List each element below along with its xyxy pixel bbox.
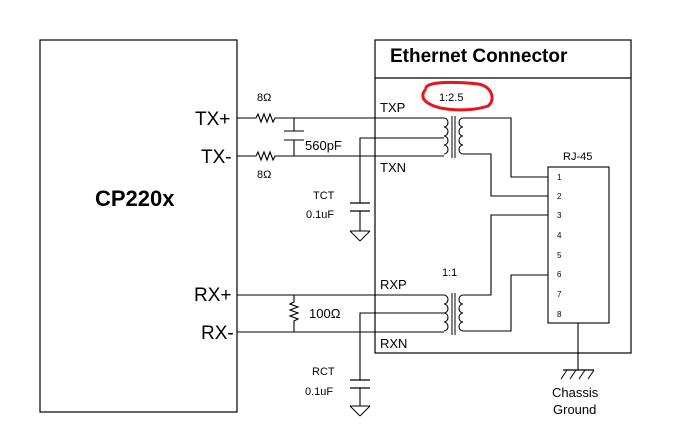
rj45-pin: 8 [557,310,562,319]
r-100-ohm [288,295,300,332]
r-tx-minus-value: 8Ω [257,169,271,181]
tct-cap-value: 0.1uF [306,209,334,221]
rxp-label: RXP [380,277,407,292]
rct-wire [359,312,444,380]
chip-label: CP220x [95,186,175,211]
tx-sec-top-wire [463,117,548,178]
rj45-box [547,166,610,324]
tx-minus-wire [237,150,444,162]
tx-plus-wire [237,112,444,124]
rj45-pin: 5 [557,251,562,260]
tx-minus-label: TX- [201,147,232,168]
txn-label: TXN [380,160,406,175]
rx-sec-bottom-wire [463,274,548,332]
rxn-label: RXN [380,336,407,351]
txp-label: TXP [380,100,405,115]
rx-plus-label: RX+ [194,285,232,306]
connector-box [374,39,632,354]
rj45-pin: 7 [557,290,562,299]
tx-ratio: 1:2.5 [439,92,463,104]
cap-tx-value: 560pF [305,138,342,153]
rx-ratio: 1:1 [442,267,457,279]
r-tx-plus-value: 8Ω [257,92,271,104]
rj45-pin: 1 [557,173,562,182]
rj45-pin: 6 [557,270,562,279]
tct-ground-icon [349,230,371,242]
rct-cap [350,379,370,406]
rx-sec-top-wire [463,214,548,296]
chip-box [39,39,238,413]
rj45-pins: 1 2 3 4 5 6 7 8 [557,173,562,319]
chassis-ground-icon [560,369,595,380]
tct-label: TCT [313,190,335,202]
rct-ground-icon [349,405,371,417]
tct-wire [359,137,444,203]
chassis-ground-line1: Chassis [552,385,599,400]
rx-transformer [443,293,464,335]
tx-sec-bottom-wire [463,153,548,197]
tx-ratio-highlight [421,80,494,112]
connector-title: Ethernet Connector [390,46,568,67]
cap-560pf [284,118,304,156]
r-rx-value: 100Ω [309,306,341,321]
rj45-label: RJ-45 [563,151,592,163]
chassis-ground-line2: Ground [553,402,596,417]
rct-label: RCT [312,366,335,378]
tx-plus-label: TX+ [195,109,230,130]
tct-cap [350,202,370,231]
rj45-pin: 3 [557,211,562,220]
tx-transformer [443,116,464,158]
rj45-pin: 4 [557,231,562,240]
rj45-pin: 2 [557,192,562,201]
rx-minus-label: RX- [201,323,234,344]
rct-cap-value: 0.1uF [305,386,333,398]
